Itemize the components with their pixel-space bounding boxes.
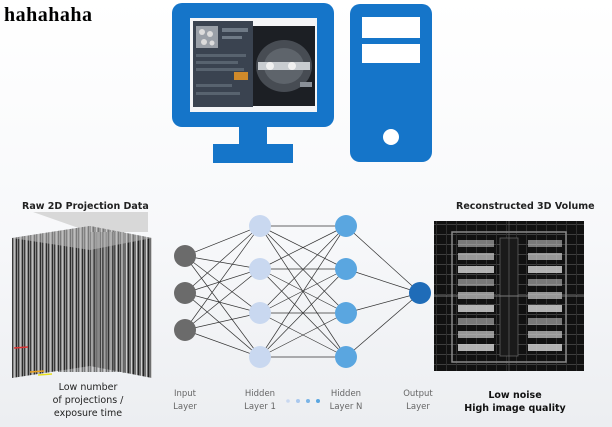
reconstructed-volume-image — [434, 221, 584, 371]
input-layer-label: Input Layer — [173, 389, 197, 412]
hidden-n-node — [335, 258, 357, 280]
hidden-layer-n-label: Hidden Layer N — [329, 389, 363, 412]
input-node — [174, 319, 196, 341]
raw-data-title: Raw 2D Projection Data — [22, 201, 149, 212]
hidden-n-node — [335, 302, 357, 324]
projection-stack-image — [12, 212, 152, 378]
hidden-1-node — [249, 346, 271, 368]
raw-data-caption: Low number of projections / exposure tim… — [52, 382, 124, 419]
hidden-layer-1-label: Hidden Layer 1 — [244, 389, 276, 412]
screen-content — [193, 21, 315, 107]
hidden-n-node — [335, 346, 357, 368]
output-node — [409, 282, 431, 304]
computer-illustration — [172, 3, 432, 163]
hidden-layer-ellipsis — [286, 399, 320, 403]
network-connections — [184, 225, 421, 358]
reconstructed-volume-title: Reconstructed 3D Volume — [456, 201, 595, 212]
hidden-n-node — [335, 215, 357, 237]
neural-network — [174, 215, 431, 368]
reconstructed-volume-caption: Low noise High image quality — [464, 390, 566, 414]
input-node — [174, 245, 196, 267]
output-layer-label: Output Layer — [403, 389, 433, 412]
hidden-1-node — [249, 258, 271, 280]
computer-tower-icon — [350, 4, 432, 162]
monitor-icon — [172, 3, 334, 163]
hidden-1-node — [249, 215, 271, 237]
caption-text: hahahaha — [4, 4, 93, 26]
input-node — [174, 282, 196, 304]
hidden-1-node — [249, 302, 271, 324]
